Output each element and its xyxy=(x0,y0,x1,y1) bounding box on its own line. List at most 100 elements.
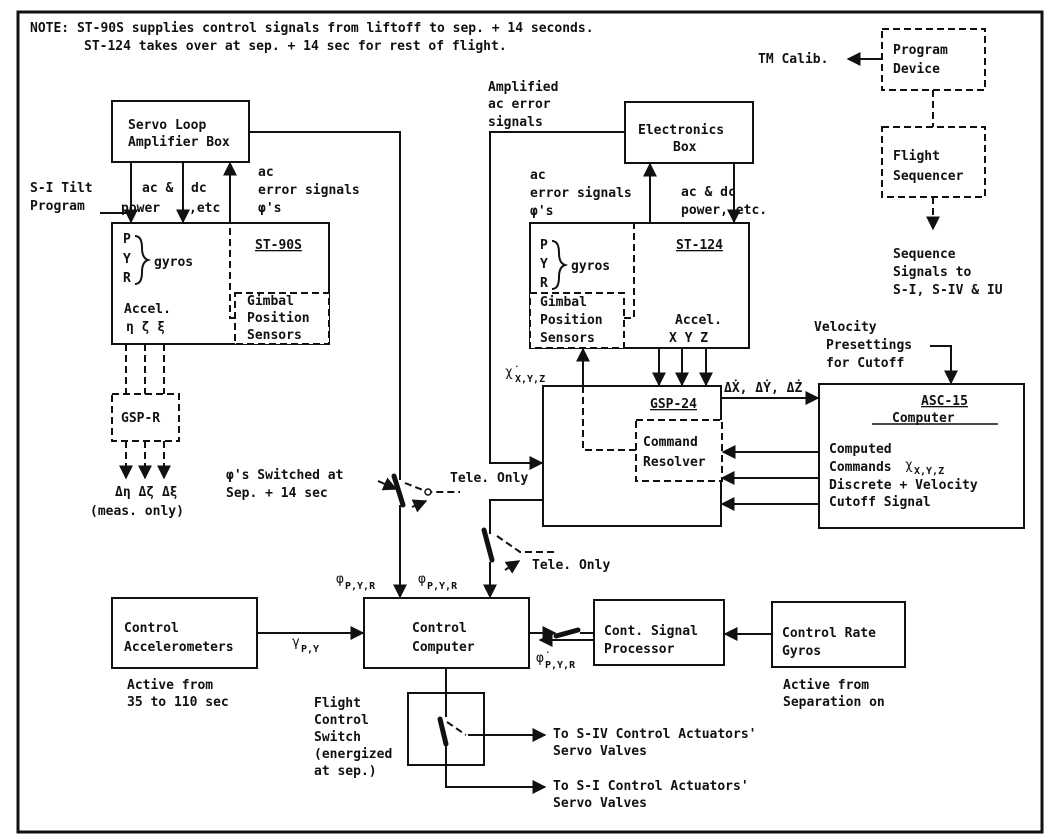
ac-dc-right-2: power, etc. xyxy=(681,203,767,218)
switch-1-contact xyxy=(424,488,432,496)
ac-error-right-2: error signals xyxy=(530,186,632,201)
active-gyros-2: Separation on xyxy=(783,695,885,710)
ac-error-left-1: ac xyxy=(258,165,274,180)
ac-error-right-1: ac xyxy=(530,168,546,183)
st90s-gimbal-label-1: Gimbal xyxy=(247,294,294,309)
phi-pyr-1-subscript: P,Y,R xyxy=(345,581,376,592)
flight-control-switch-5: at sep.) xyxy=(314,764,377,779)
flight-sequencer-label-2: Sequencer xyxy=(893,169,964,184)
phi-pyr-1-symbol: φ xyxy=(336,572,344,587)
dc-etc-left-1: dc xyxy=(191,181,207,196)
st90s-accel-label: Accel. xyxy=(124,302,171,317)
active-accel-2: 35 to 110 sec xyxy=(127,695,229,710)
ac-dc-right-1: ac & dc xyxy=(681,185,736,200)
program-device-label-2: Device xyxy=(893,62,940,77)
st124-gimbal-label-3: Sensors xyxy=(540,331,595,346)
st90s-gyro-r: R xyxy=(123,271,131,286)
switch-4-dash xyxy=(446,721,467,736)
command-resolver-box xyxy=(635,419,723,482)
tm-calib-label: TM Calib. xyxy=(758,52,828,67)
amplified-ac-2: ac error xyxy=(488,97,551,112)
control-computer-label-2: Computer xyxy=(412,640,475,655)
st124-gyro-y: Y xyxy=(540,257,548,272)
switch-2-blade xyxy=(481,527,495,563)
control-computer-label-1: Control xyxy=(412,621,467,636)
gsp24-title: GSP-24 xyxy=(650,397,697,412)
velocity-presettings-1: Velocity xyxy=(814,320,877,335)
st124-title: ST-124 xyxy=(676,238,723,253)
signal-processor-label-2: Processor xyxy=(604,642,675,657)
asc15-line-3: Discrete + Velocity xyxy=(829,478,978,493)
resolver-dashed-link xyxy=(582,386,636,451)
flight-control-switch-4: (energized xyxy=(314,747,392,762)
asc15-line-2: Commands xyxy=(829,460,892,475)
sequence-signals-1: Sequence xyxy=(893,247,956,262)
asc15-subtitle: Computer xyxy=(892,411,955,426)
st90s-gimbal-sensors-box xyxy=(234,292,330,345)
velocity-presettings-3: for Cutoff xyxy=(826,356,904,371)
to-siv-2: Servo Valves xyxy=(553,744,647,759)
st124-gimbal-sensors-box xyxy=(529,292,625,349)
delta-xyz-label: ΔẊ, ΔẎ, ΔŻ xyxy=(724,380,802,396)
phi-switched-2: Sep. + 14 sec xyxy=(226,486,328,501)
to-siv-1: To S-IV Control Actuators' xyxy=(553,727,757,742)
amplified-ac-1: Amplified xyxy=(488,80,558,95)
st90s-gyros-label: gyros xyxy=(154,255,193,270)
switch-3-blade xyxy=(553,627,581,639)
st124-gimbal-label-1: Gimbal xyxy=(540,295,587,310)
ac-error-left-3: φ's xyxy=(258,201,281,216)
rate-gyros-box xyxy=(771,601,906,668)
st124-gimbal-feedback xyxy=(624,223,635,319)
switch-1-pointer xyxy=(411,499,428,513)
ac-error-right-3: φ's xyxy=(530,204,553,219)
active-gyros-1: Active from xyxy=(783,678,869,693)
active-accel-1: Active from xyxy=(127,678,213,693)
switch-1-blade xyxy=(391,473,406,508)
switch-2-pointer xyxy=(504,560,521,574)
st90s-gyro-p: P xyxy=(123,232,131,247)
velocity-presettings-2: Presettings xyxy=(826,338,912,353)
flight-control-switch-2: Control xyxy=(314,713,369,728)
gspr-outputs-label: Δη Δζ Δξ xyxy=(115,485,178,500)
control-accelerometers-label-2: Accelerometers xyxy=(124,640,234,655)
amplified-ac-3: signals xyxy=(488,115,543,130)
flight-control-switch-1: Flight xyxy=(314,696,361,711)
st90s-accel-axes: η ζ ξ xyxy=(126,320,165,335)
asc15-chi-symbol: χ xyxy=(905,458,913,473)
program-device-label-1: Program xyxy=(893,43,948,58)
st90s-gyro-y: Y xyxy=(123,252,131,267)
command-resolver-label-2: Resolver xyxy=(643,455,706,470)
gsp24-phi-line xyxy=(489,499,543,534)
st124-gyro-brace xyxy=(551,240,569,290)
switch-4-blade xyxy=(437,716,449,747)
st90s-gyro-brace xyxy=(134,235,152,285)
ac-dc-left-1: ac & xyxy=(142,181,173,196)
to-si-1: To S-I Control Actuators' xyxy=(553,779,749,794)
st124-gimbal-label-2: Position xyxy=(540,313,603,328)
chi-left-subscript: X,Y,Z xyxy=(515,374,545,385)
servo-amplifier-label-1: Servo Loop xyxy=(128,118,206,133)
control-accelerometers-box xyxy=(111,597,258,669)
signal-processor-label-1: Cont. Signal xyxy=(604,624,698,639)
outer-frame xyxy=(16,10,1044,834)
control-accelerometers-label-1: Control xyxy=(124,621,179,636)
tele-only-1: Tele. Only xyxy=(450,471,528,486)
st124-accel-axes: X Y Z xyxy=(669,331,708,346)
velocity-presettings-arrow xyxy=(930,345,958,385)
program-device-box xyxy=(881,28,986,91)
meas-only-label: (meas. only) xyxy=(90,504,184,519)
gamma-symbol: γ xyxy=(292,635,300,650)
to-si-arrow xyxy=(445,746,547,794)
st90s-gimbal-feedback xyxy=(229,223,235,319)
asc15-title: ASC-15 xyxy=(921,394,968,409)
sequence-signals-3: S-I, S-IV & IU xyxy=(893,283,1003,298)
gamma-subscript: P,Y xyxy=(301,644,319,655)
flight-sequencer-box xyxy=(881,126,986,198)
rate-gyros-label-2: Gyros xyxy=(782,644,821,659)
tele-only-2: Tele. Only xyxy=(532,558,610,573)
st90s-phi-line xyxy=(249,131,401,480)
st90s-gimbal-label-2: Position xyxy=(247,311,310,326)
dc-etc-left-2: ,etc xyxy=(189,201,220,216)
